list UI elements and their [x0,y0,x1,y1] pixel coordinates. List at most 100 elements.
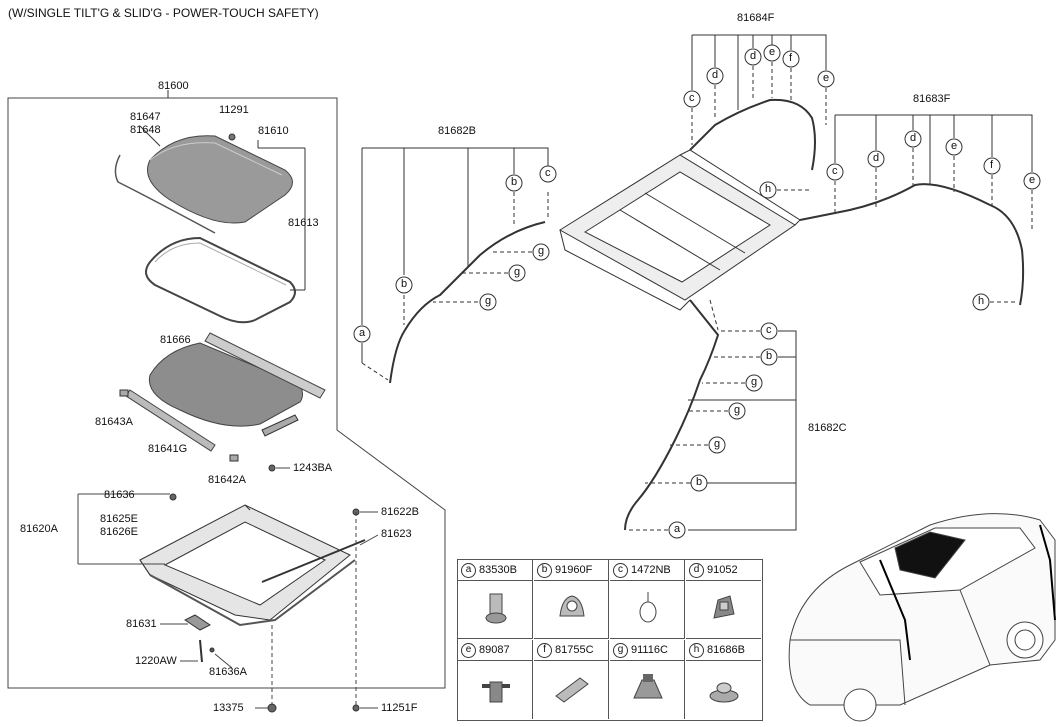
legend-part-number: 81755C [555,644,594,656]
part-label-81610[interactable]: 81610 [258,125,289,137]
legend-part-number: 91116C [631,644,668,656]
legend-part-number: 83530B [479,564,517,576]
callout-c[interactable]: c [545,167,551,179]
part-label-81625E[interactable]: 81625E [100,513,138,525]
callout-b[interactable]: b [511,176,518,188]
part-label-81643A[interactable]: 81643A [95,416,133,428]
callout-d[interactable]: d [873,152,880,164]
part-label-81636A[interactable]: 81636A [209,666,247,678]
callout-d[interactable]: d [750,50,757,62]
callout-e[interactable]: e [1029,174,1036,186]
part-label-13375[interactable]: 13375 [213,702,244,714]
band-clip-icon [482,681,510,703]
legend-letter: b [537,562,552,578]
legend-part-number: 1472NB [631,564,671,576]
callout-e[interactable]: e [823,72,830,84]
part-label-81684F[interactable]: 81684F [737,12,775,24]
callout-e[interactable]: e [769,46,776,58]
legend-part-number: 91052 [707,564,738,576]
callout-g[interactable]: g [538,245,545,257]
sunshade-81666 [119,332,326,462]
callout-d[interactable]: d [910,132,917,144]
legend-letter: c [613,562,628,578]
seal-81613 [145,236,296,324]
callout-g[interactable]: g [485,295,492,307]
legend-letter: h [689,642,704,658]
part-label-81613[interactable]: 81613 [288,217,319,229]
grommet-icon [709,682,739,703]
part-label-11291[interactable]: 11291 [219,104,249,116]
diagram-header: (W/SINGLE TILT'G & SLID'G - POWER-TOUCH … [8,6,319,20]
callout-b[interactable]: b [766,350,773,362]
legend-letter: d [689,562,704,578]
weatherstrip-81647 [114,154,216,234]
callout-b[interactable]: b [401,278,408,290]
callout-c[interactable]: c [832,165,838,177]
callout-g[interactable]: g [734,404,741,416]
legend-letter: g [613,642,628,658]
callout-a[interactable]: a [359,327,366,339]
harness-81684F [689,34,827,191]
part-label-81648[interactable]: 81648 [130,124,161,136]
legend-part-number: 81686B [707,644,745,656]
callout-g[interactable]: g [514,266,521,278]
callout-b[interactable]: b [696,476,703,488]
part-label-81642A[interactable]: 81642A [208,474,246,486]
assembly-box-outline [7,97,446,689]
push-clip-icon [633,674,663,699]
roof-frame [559,149,801,311]
callout-h[interactable]: h [765,183,772,195]
legend-part-number: 91960F [555,564,593,576]
plate-clip-icon [555,677,589,703]
part-label-1243BA[interactable]: 1243BA [293,462,333,474]
callout-h[interactable]: h [978,295,985,307]
glass-panel-81610 [147,135,306,291]
callout-g[interactable]: g [714,438,721,450]
part-label-81631[interactable]: 81631 [126,618,157,630]
callout-f[interactable]: f [789,52,793,64]
bracket-clip-icon [713,595,735,619]
legend-letter: e [461,642,476,658]
leader-lines-left [77,467,379,709]
part-label-81623[interactable]: 81623 [381,528,412,540]
part-label-81666[interactable]: 81666 [160,334,191,346]
callout-f[interactable]: f [990,159,994,171]
elbow-connector-icon [485,593,507,624]
part-label-81682C[interactable]: 81682C [808,422,847,434]
part-label-81682B[interactable]: 81682B [438,125,476,137]
harness-81683F [799,114,1033,306]
part-label-81620A[interactable]: 81620A [20,523,58,535]
callout-d[interactable]: d [712,69,719,81]
part-label-1220AW[interactable]: 1220AW [135,655,177,667]
part-label-81636[interactable]: 81636 [104,489,135,501]
part-label-81647[interactable]: 81647 [130,111,161,123]
harness-81682C [624,299,797,531]
part-label-81683F[interactable]: 81683F [913,93,951,105]
legend-letter: a [461,562,476,578]
part-label-11251F[interactable]: 11251F [381,702,418,714]
callout-a[interactable]: a [674,523,681,535]
part-label-81622B[interactable]: 81622B [381,506,419,518]
part-label-81600[interactable]: 81600 [158,80,189,92]
part-label-81641G[interactable]: 81641G [148,443,188,455]
callout-g[interactable]: g [751,376,758,388]
part-label-81626E[interactable]: 81626E [100,526,138,538]
callout-c[interactable]: c [689,92,695,104]
cable-tie-icon [639,592,657,623]
vehicle-illustration [788,513,1056,722]
legend-part-number: 89087 [479,644,510,656]
callout-e[interactable]: e [951,140,958,152]
clip-icon [559,595,585,617]
legend-letter: f [537,642,552,658]
callout-c[interactable]: c [766,324,772,336]
